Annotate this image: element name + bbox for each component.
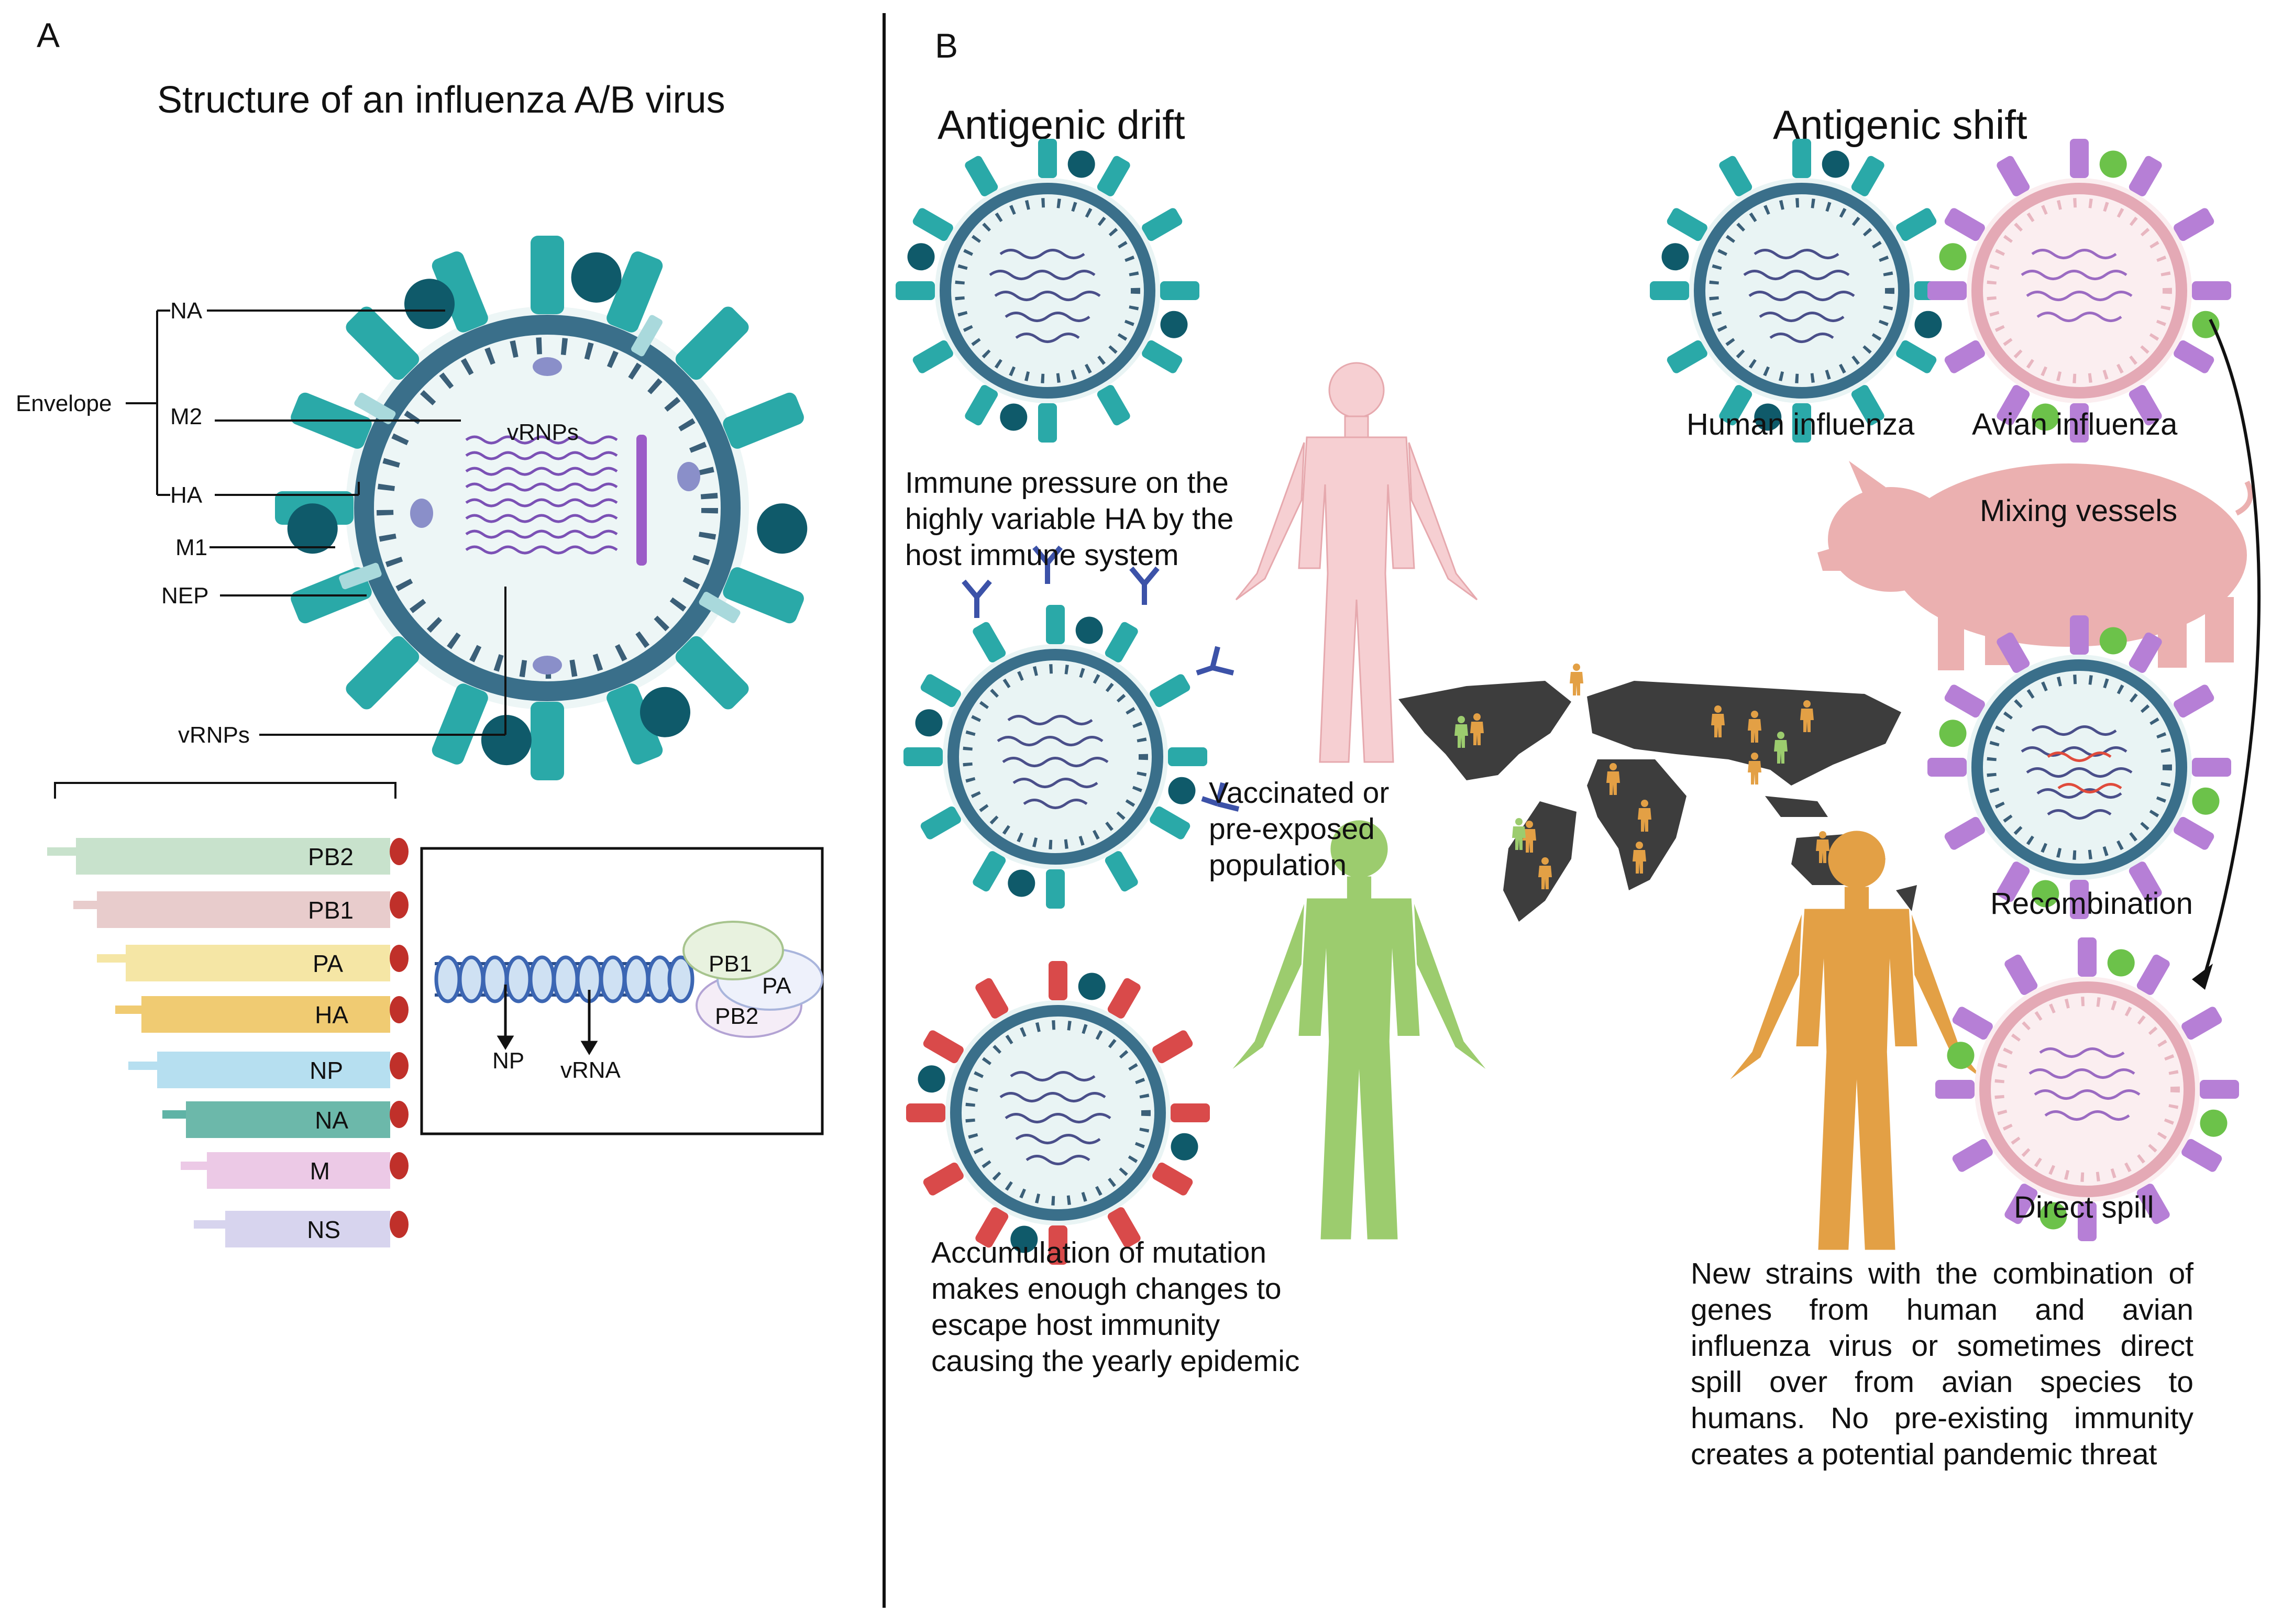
ha-label: HA [170,482,203,508]
avian-influenza-virus [1927,139,2231,443]
shift-text-new-strains: New strains with the combination of gene… [1691,1257,2193,1471]
pig-mixing-vessel [1817,461,2253,670]
vrnps-inner-label: vRNPs [507,419,579,445]
spill-arrowhead [2192,964,2213,990]
pb2-label: PB2 [715,1003,758,1029]
direct-spill-virus [1935,937,2239,1241]
mixing-vessels-label: Mixing vessels [1980,494,2177,528]
vrna-label: vRNA [560,1057,621,1083]
recombinant-virus [1927,615,2231,919]
direct-spill-label: Direct spill [2014,1190,2154,1224]
segment-label: NS [307,1216,340,1243]
np-label: NP [492,1048,524,1074]
m1-label: M1 [175,535,207,560]
leader-lines-a [54,310,506,799]
segment-label: NP [310,1057,343,1084]
segment-label: M [310,1157,330,1185]
genome-segments [47,838,409,1247]
envelope-label: Envelope [16,391,112,416]
spill-arrow [2203,318,2261,975]
m2-label: M2 [170,404,202,429]
panel-b-letter: B [935,26,958,65]
segment-label: PA [313,950,343,977]
vrnps-pointer-label: vRNPs [178,722,250,748]
segment-label: HA [315,1001,348,1029]
avian-influenza-label: Avian influenza [1972,407,2178,441]
influenza-virion-diagram [275,236,808,780]
segment-label: PB1 [308,897,354,924]
drift-text-mutation: Accumulation of mutation makes enough ch… [931,1236,1300,1378]
shift-heading: Antigenic shift [1773,102,2027,148]
drift-text-immune-pressure: Immune pressure on the highly variable H… [905,466,1234,572]
pb1-label: PB1 [709,951,752,977]
drift-virus-1 [896,139,1199,443]
drift-heading: Antigenic drift [938,102,1185,148]
segment-label: PB2 [308,843,354,870]
na-label: NA [170,298,203,324]
human-influenza-label: Human influenza [1686,407,1915,441]
panel-a-letter: A [37,16,60,54]
panel-a-title: Structure of an influenza A/B virus [157,79,725,121]
nep-label: NEP [161,583,208,609]
drift-virus-antibody [903,545,1240,909]
human-figure-orange [1730,831,1983,1250]
human-influenza-virus [1650,139,1954,443]
vrnp-inset [420,847,824,1135]
drift-virus-mutated [906,961,1210,1265]
segment-label: NA [315,1107,348,1134]
drift-text-vaccinated: Vaccinated or pre-exposed population [1209,776,1390,882]
pa-label: PA [762,973,791,999]
recombination-label: Recombination [1990,887,2193,921]
